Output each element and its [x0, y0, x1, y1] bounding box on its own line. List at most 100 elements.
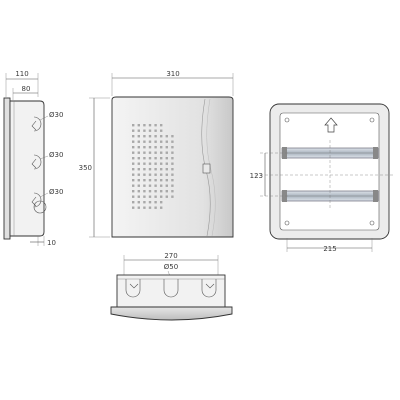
vent-slot — [148, 179, 152, 182]
vent-slot — [171, 195, 174, 198]
vent-slot — [165, 195, 168, 198]
vent-slot — [148, 195, 152, 198]
vent-slot — [148, 190, 152, 193]
vent-slot — [148, 129, 152, 132]
vent-slot — [143, 206, 146, 209]
bottom-box-body — [116, 274, 226, 308]
vent-slot — [137, 184, 140, 187]
vent-slot — [137, 179, 140, 182]
vent-slot — [154, 146, 157, 149]
vent-slot — [160, 135, 163, 138]
front-view: 310 350 — [79, 70, 234, 238]
vent-slot — [143, 168, 146, 171]
vent-slot — [132, 184, 135, 187]
vent-slot — [148, 135, 152, 138]
vent-slot — [154, 206, 157, 209]
vent-slot — [143, 129, 146, 132]
vent-slot — [148, 124, 152, 127]
vent-slot — [132, 168, 135, 171]
vent-slot — [137, 151, 140, 154]
vent-slot — [154, 201, 157, 204]
vent-slot — [143, 162, 146, 165]
vent-slot — [171, 151, 174, 154]
vent-slot — [160, 173, 163, 176]
vent-slot — [148, 201, 152, 204]
dim-rail-pitch: 123 — [250, 172, 263, 180]
label-hole-top: Ø30 — [49, 111, 63, 119]
vent-slot — [154, 168, 157, 171]
vent-slot — [160, 184, 163, 187]
side-door-edge — [3, 97, 11, 240]
vent-slot — [148, 173, 152, 176]
vent-slot — [132, 157, 135, 160]
vent-slot — [132, 135, 135, 138]
vent-slot — [143, 157, 146, 160]
vent-slot — [132, 151, 135, 154]
vent-slot — [143, 151, 146, 154]
vent-slot — [137, 129, 140, 132]
vent-slot — [132, 129, 135, 132]
vent-slot — [132, 190, 135, 193]
dim-width: 310 — [166, 70, 179, 78]
vent-slot — [160, 179, 163, 182]
vent-slot — [165, 146, 168, 149]
vent-slot — [171, 168, 174, 171]
vent-slot — [165, 184, 168, 187]
vent-slot — [132, 179, 135, 182]
vent-slot — [171, 140, 174, 143]
vent-slot — [171, 162, 174, 165]
vent-slot — [160, 206, 163, 209]
bottom-knockout-right — [201, 279, 217, 298]
vent-slot — [148, 162, 152, 165]
vent-slot — [160, 151, 163, 154]
bottom-door-edge — [110, 306, 233, 321]
dim-depth-inner: 80 — [22, 85, 31, 93]
vent-slot — [143, 140, 146, 143]
vent-grid — [132, 124, 174, 209]
vent-slot — [165, 173, 168, 176]
vent-slot — [132, 173, 135, 176]
vent-slot — [143, 124, 146, 127]
vent-slot — [171, 190, 174, 193]
vent-slot — [137, 190, 140, 193]
vent-slot — [137, 124, 140, 127]
vent-slot — [143, 184, 146, 187]
vent-slot — [132, 195, 135, 198]
vent-slot — [143, 190, 146, 193]
side-view: 110 80 Ø30 Ø30 Ø30 — [3, 70, 63, 247]
vent-slot — [132, 146, 135, 149]
vent-slot — [132, 162, 135, 165]
vent-slot — [160, 201, 163, 204]
vent-slot — [165, 151, 168, 154]
side-box-body — [9, 100, 45, 237]
vent-slot — [160, 140, 163, 143]
vent-slot — [137, 195, 140, 198]
vent-slot — [148, 206, 152, 209]
vent-slot — [137, 140, 140, 143]
vent-slot — [165, 162, 168, 165]
vent-slot — [165, 190, 168, 193]
vent-slot — [165, 140, 168, 143]
vent-slot — [154, 173, 157, 176]
vent-slot — [137, 146, 140, 149]
vent-slot — [160, 124, 163, 127]
vent-slot — [154, 135, 157, 138]
vent-slot — [154, 179, 157, 182]
dim-height: 350 — [79, 164, 92, 172]
vent-slot — [160, 190, 163, 193]
vent-slot — [148, 151, 152, 154]
vent-slot — [132, 201, 135, 204]
vent-slot — [165, 135, 168, 138]
vent-slot — [137, 206, 140, 209]
vent-slot — [160, 162, 163, 165]
vent-slot — [165, 168, 168, 171]
dim-flange: 10 — [47, 239, 56, 247]
vent-slot — [160, 168, 163, 171]
inner-view: 123 215 — [250, 103, 395, 253]
vent-slot — [143, 201, 146, 204]
bottom-view: 270 Ø50 — [110, 252, 233, 321]
vent-slot — [137, 157, 140, 160]
bottom-knockout-left — [125, 279, 141, 298]
vent-slot — [165, 179, 168, 182]
